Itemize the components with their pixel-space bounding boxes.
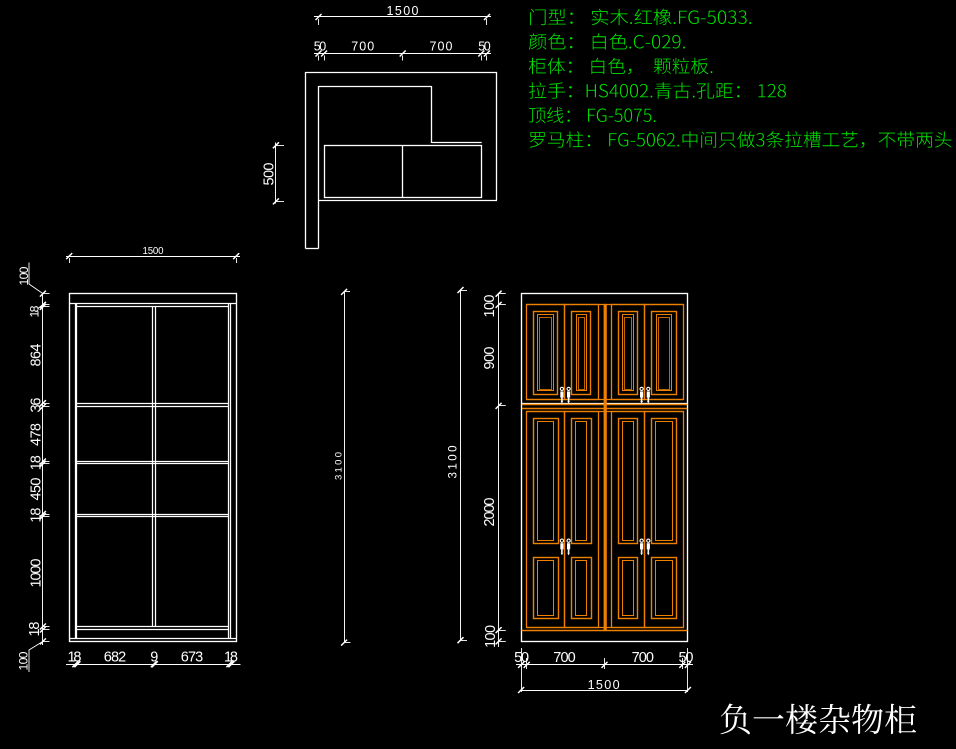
svg-text:700: 700 xyxy=(553,650,575,666)
svg-text:18: 18 xyxy=(27,305,41,317)
svg-text:682: 682 xyxy=(104,649,127,665)
svg-text:700: 700 xyxy=(351,40,374,54)
svg-text:18: 18 xyxy=(28,455,44,470)
svg-text:100: 100 xyxy=(17,266,31,285)
svg-text:1500: 1500 xyxy=(143,246,165,257)
svg-text:864: 864 xyxy=(28,344,44,367)
svg-text:1000: 1000 xyxy=(28,559,44,588)
svg-text:2000: 2000 xyxy=(482,498,498,527)
svg-text:36: 36 xyxy=(28,398,44,413)
svg-text:100: 100 xyxy=(17,651,31,670)
svg-text:100: 100 xyxy=(482,295,498,318)
svg-text:50: 50 xyxy=(478,40,491,54)
svg-text:700: 700 xyxy=(632,650,654,666)
svg-text:18: 18 xyxy=(28,508,44,523)
svg-text:700: 700 xyxy=(430,40,453,54)
svg-text:500: 500 xyxy=(262,163,278,186)
svg-text:673: 673 xyxy=(181,649,204,665)
svg-text:900: 900 xyxy=(482,347,498,370)
svg-text:100: 100 xyxy=(483,625,499,648)
svg-text:478: 478 xyxy=(28,423,44,446)
svg-text:18: 18 xyxy=(68,649,82,665)
svg-text:50: 50 xyxy=(679,650,694,666)
svg-text:50: 50 xyxy=(314,40,327,54)
svg-text:9: 9 xyxy=(150,649,158,665)
svg-text:18: 18 xyxy=(224,649,238,665)
svg-text:450: 450 xyxy=(28,478,44,501)
svg-text:1500: 1500 xyxy=(387,4,419,18)
svg-text:1500: 1500 xyxy=(588,678,620,692)
svg-text:18: 18 xyxy=(27,622,43,637)
